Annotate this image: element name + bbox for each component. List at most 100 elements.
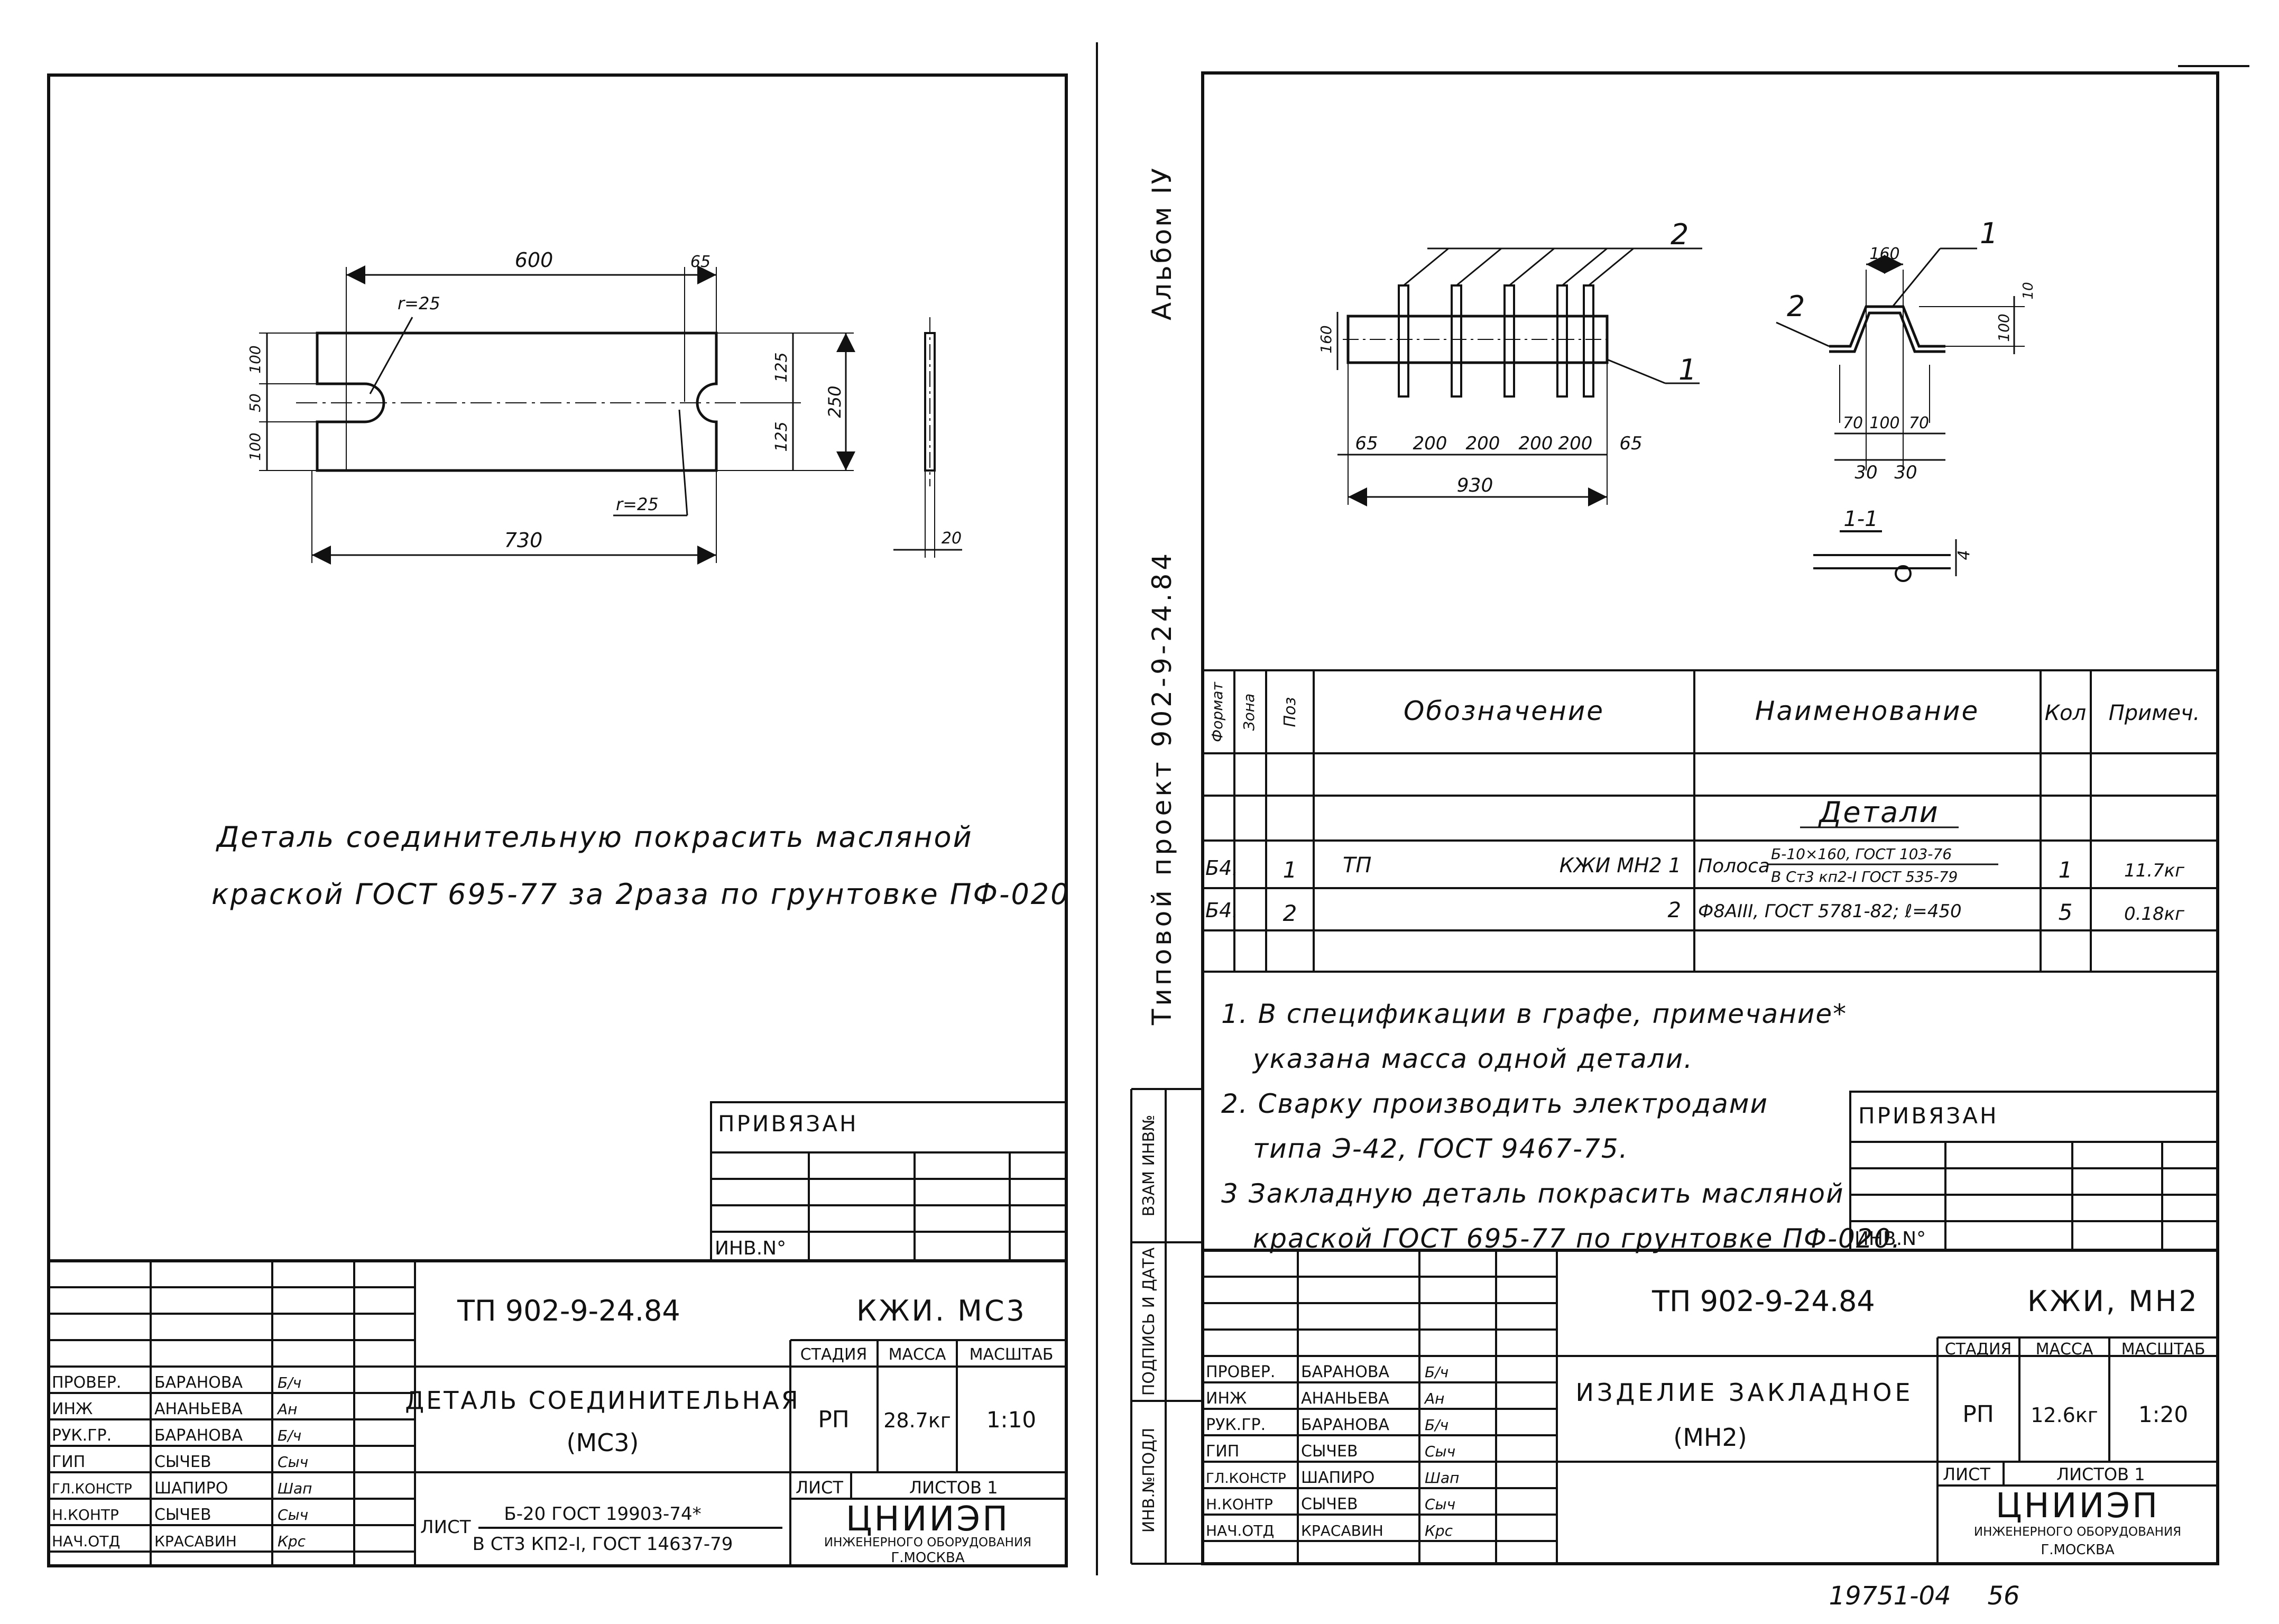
dim-600: 600	[515, 248, 553, 272]
dim-730: 730	[504, 529, 543, 552]
right-stage: РП	[1962, 1401, 1994, 1428]
dim-100-top: 100	[246, 345, 264, 373]
leader-pos2	[1562, 247, 1608, 287]
staff-signature: Ан	[1424, 1390, 1444, 1407]
staff-signature: Крс	[278, 1533, 306, 1550]
left-item-mark: (МС3)	[567, 1428, 639, 1457]
spec-cell-designation-right: КЖИ МН2 1	[1560, 854, 1681, 877]
spec-row-1: Б4. 1 ТП КЖИ МН2 1 Полоса Б-10×160, ГОСТ…	[1205, 845, 2185, 885]
left-inv-label: ИНВ.N°	[715, 1238, 786, 1259]
left-note-line2: краской ГОСТ 695-77 за 2раза по грунтовк…	[211, 878, 1071, 911]
section-dim-4: 4	[1955, 550, 1973, 560]
section-dim-70-right: 70	[1909, 414, 1929, 432]
spec-header-pos: Поз	[1281, 697, 1299, 727]
staff-name: БАРАНОВА	[1301, 1363, 1389, 1381]
note-line: краской ГОСТ 695-77 по грунтовке ПФ-020.	[1253, 1223, 1901, 1254]
left-mass: 28.7кг	[883, 1409, 951, 1432]
left-org: ЦНИИЭП	[846, 1500, 1010, 1539]
dim-65: 65	[690, 253, 711, 271]
section-dim-100: 100	[1869, 414, 1899, 432]
dim-200: 200	[1466, 433, 1500, 454]
spec-header-format: Формат	[1208, 682, 1226, 742]
staff-name: ШАПИРО	[1301, 1469, 1374, 1487]
staff-role: НАЧ.ОТД	[52, 1533, 120, 1550]
leader-section-pos2	[1776, 321, 1830, 347]
spec-headers: Формат Зона Поз Обозначение Наименование…	[1208, 682, 2200, 742]
section-dim-70-left: 70	[1843, 414, 1863, 432]
staff-signature: Сыч	[1425, 1443, 1455, 1460]
staff-role: ГИП	[1206, 1442, 1239, 1461]
dim-65-right: 65	[1619, 433, 1642, 454]
left-scale: 1:10	[986, 1407, 1036, 1433]
leader-pos2	[1509, 247, 1555, 287]
spec-cell-note: 11.7кг	[2124, 860, 2185, 881]
right-item-name: ИЗДЕЛИЕ ЗАКЛАДНОЕ	[1575, 1378, 1913, 1407]
leader-r25-bottom	[678, 409, 688, 516]
right-org-line2: ИНЖЕНЕРНОГО ОБОРУДОВАНИЯ	[1974, 1525, 2181, 1539]
note-line: 2. Сварку производить электродами	[1221, 1088, 1768, 1119]
spec-table	[1202, 669, 2219, 973]
right-notes: 1. В спецификации в графе, примечание* у…	[1221, 999, 1901, 1254]
staff-name: КРАСАВИН	[1301, 1522, 1383, 1539]
section-dim-10: 10	[2020, 282, 2036, 299]
note-line: указана масса одной детали.	[1252, 1044, 1693, 1074]
spec-cell-name: Ф8АIII, ГОСТ 5781-82; ℓ=450	[1698, 901, 1962, 922]
dim-200: 200	[1519, 433, 1553, 454]
right-scale-header: МАСШТАБ	[2121, 1340, 2206, 1359]
left-material-line2: В СТ3 КП2-I, ГОСТ 14637-79	[473, 1534, 733, 1555]
staff-signature: Сыч	[278, 1506, 308, 1524]
section-dim-30-left: 30	[1854, 462, 1877, 483]
left-org-line2: ИНЖЕНЕРНОГО ОБОРУДОВАНИЯ	[824, 1536, 1031, 1549]
staff-role: РУК.ГР.	[52, 1426, 112, 1445]
staff-signature: Шап	[278, 1480, 312, 1497]
spec-cell-name-top: Б-10×160, ГОСТ 103-76	[1771, 845, 1952, 863]
left-org-line3: Г.МОСКВА	[891, 1550, 964, 1566]
staff-signature: Ан	[276, 1400, 297, 1418]
section-1-1-rod	[1895, 565, 1912, 582]
spec-cell-pos: 2	[1283, 900, 1297, 926]
staff-signature: Б/ч	[1425, 1416, 1448, 1434]
spec-header-zone: Зона	[1240, 694, 1258, 731]
project-label: Типовой проект 902-9-24.84	[1147, 550, 1177, 1026]
dim-200: 200	[1558, 433, 1593, 454]
left-dimension-labels: 600 65 r=25 r=25 100 50 100 125 125 250 …	[246, 248, 962, 552]
side-label-vzam: ВЗАМ ИНВ№	[1140, 1115, 1158, 1217]
staff-signature: Сыч	[1425, 1496, 1455, 1513]
album-label: Альбом IУ	[1147, 166, 1177, 320]
section-pos-2: 2	[1787, 290, 1805, 323]
left-sheets-label: ЛИСТОВ 1	[909, 1478, 998, 1498]
right-stage-header: СТАДИЯ	[1945, 1340, 2012, 1359]
right-org: ЦНИИЭП	[1996, 1487, 2160, 1526]
section-dim-160: 160	[1869, 245, 1899, 263]
right-code: ТП 902-9-24.84	[1651, 1285, 1875, 1318]
staff-name: АНАНЬЕВА	[1301, 1389, 1389, 1408]
spec-cell-note: 0.18кг	[2124, 903, 2185, 925]
note-line: 3 Закладную деталь покрасить масляной	[1221, 1178, 1844, 1209]
pos-1-label: 1	[1678, 353, 1696, 386]
spec-cell-qty: 1	[2059, 857, 2073, 883]
spec-header-designation: Обозначение	[1404, 696, 1604, 726]
left-mass-header: МАССА	[889, 1345, 946, 1364]
right-title-block	[1201, 1249, 2219, 1565]
side-label-podpis: ПОДПИСЬ И ДАТА	[1140, 1247, 1158, 1396]
staff-role: ГЛ.КОНСТР	[1206, 1471, 1286, 1487]
right-org-line3: Г.МОСКВА	[2041, 1542, 2114, 1558]
staff-signature: Б/ч	[278, 1427, 301, 1444]
staff-name: КРАСАВИН	[154, 1533, 237, 1550]
right-sheet-label: ЛИСТ	[1943, 1464, 1990, 1484]
staff-signature: Крс	[1425, 1522, 1453, 1539]
staff-name: ШАПИРО	[154, 1479, 228, 1498]
dim-r25-bottom: r=25	[616, 494, 659, 514]
staff-name: СЫЧЕВ	[1301, 1495, 1358, 1514]
archive-number: 19751-04	[1829, 1581, 1951, 1611]
staff-role: Н.КОНТР	[1206, 1496, 1273, 1513]
staff-signature: Сыч	[278, 1453, 308, 1471]
pos-2-label: 2	[1671, 218, 1689, 251]
right-item-mark: (МН2)	[1673, 1423, 1747, 1452]
staff-role: РУК.ГР.	[1206, 1416, 1266, 1434]
right-scale: 1:20	[2138, 1401, 2188, 1427]
staff-role: Н.КОНТР	[52, 1506, 119, 1524]
left-privyazan-label: ПРИВЯЗАН	[718, 1111, 859, 1137]
staff-role: ИНЖ	[1206, 1389, 1247, 1408]
